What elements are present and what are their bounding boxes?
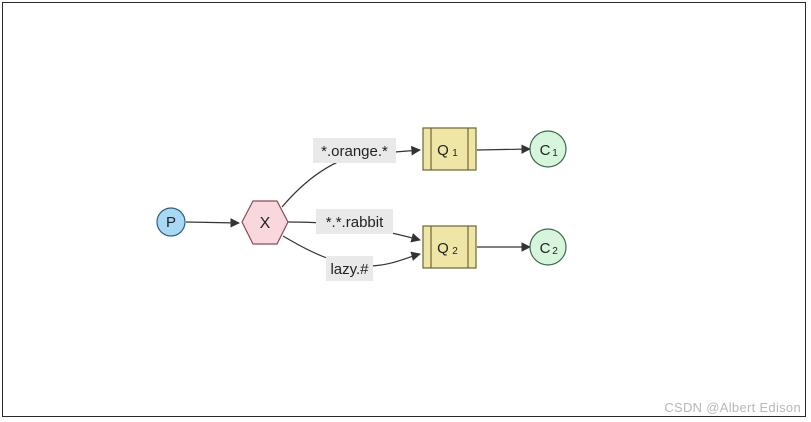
edge-label-orange: *.orange.* <box>313 138 396 163</box>
node-producer: P <box>156 207 186 237</box>
consumer1-label: C <box>540 142 551 159</box>
edge-label-bg <box>326 256 373 281</box>
node-consumer1: C 1 <box>529 130 567 168</box>
edge-label-text-rabbit: *.*.rabbit <box>326 214 384 231</box>
node-exchange: X <box>241 200 289 245</box>
queue1-subscript: 1 <box>452 148 458 159</box>
edge-label-text-lazy: lazy.# <box>330 261 369 278</box>
exchange-label: X <box>260 215 271 232</box>
queue1-label: Q <box>437 142 449 159</box>
consumer1-circle <box>529 130 567 168</box>
watermark: CSDN @Albert Edison <box>664 400 801 415</box>
edge-label-text-orange: *.orange.* <box>321 143 388 160</box>
edge-p-to-x <box>185 218 240 228</box>
queue2-subscript: 2 <box>452 246 458 257</box>
diagram-frame <box>2 2 806 417</box>
edges <box>185 144 531 267</box>
queue1-box <box>422 127 477 171</box>
node-queue1: Q 1 <box>422 127 477 171</box>
edge-label-bg <box>313 138 396 163</box>
consumer2-subscript: 2 <box>552 246 558 257</box>
consumer2-label: C <box>540 240 551 257</box>
producer-circle <box>156 207 186 237</box>
consumer1-subscript: 1 <box>552 148 558 159</box>
exchange-hexagon <box>241 200 289 245</box>
edge-q1-to-c1 <box>476 144 531 154</box>
queue2-label: Q <box>437 240 449 257</box>
node-queue2: Q 2 <box>422 225 477 269</box>
producer-label: P <box>166 214 176 231</box>
node-consumer2: C 2 <box>529 228 567 266</box>
consumer2-circle <box>529 228 567 266</box>
queue2-box <box>422 225 477 269</box>
edge-label-rabbit: *.*.rabbit <box>316 209 393 234</box>
edge-label-lazy: lazy.# <box>326 256 373 281</box>
edge-label-bg <box>316 209 393 234</box>
